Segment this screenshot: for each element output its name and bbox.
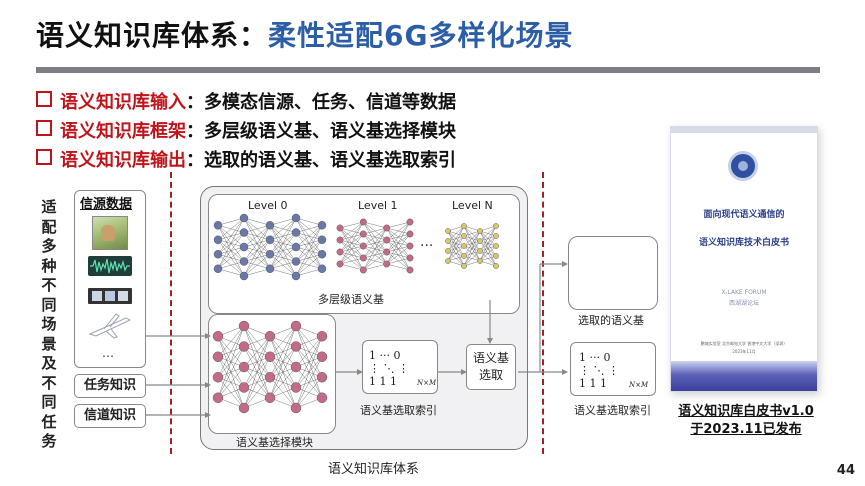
checkbox-icon [36,149,52,165]
level-1-label: Level 1 [358,199,398,212]
levels-ellipsis: ··· [420,238,434,254]
level-n-network [445,223,499,269]
selected-basis-panel [568,236,658,310]
title-main: 语义知识库体系： [36,19,269,52]
bullet-output: 语义知识库输出：选取的语义基、语义基选取索引 [36,146,456,172]
bullet-framework-key: 语义知识库框架 [60,121,186,142]
index-label: 语义基选取索引 [360,404,437,417]
whitepaper-cover: 面向现代语义通信的 语义知识库技术白皮书 X-LAKE FORUM 西湖湖论坛 … [670,126,818,392]
bullet-input: 语义知识库输入：多模态信源、任务、信道等数据 [36,88,456,114]
bullet-framework: 语义知识库框架：多层级语义基、语义基选择模块 [36,117,456,143]
adapt-scenarios-label: 适配多种不同场景及不同任务 [41,198,57,450]
matrix-row-1: 1 ··· 0 [369,349,401,362]
more-modalities: … [102,346,114,360]
selected-basis-label: 选取的语义基 [578,314,644,327]
dashed-separator-left [170,172,172,454]
whitepaper-caption-1: 语义知识库白皮书v1.0 [678,404,814,419]
cover-orgs: 鹏城实验室 北京邮电大学 香港中文大学（深圳） [700,341,788,346]
source-data-title: 信源数据 [80,197,133,212]
cover-forum-en: X-LAKE FORUM [721,289,767,296]
title-divider [36,67,820,73]
image-modality-icon [92,216,128,250]
basis-select-box: 语义基 选取 [466,344,516,390]
out-matrix-row-1: 1 ··· 0 [579,351,611,364]
out-matrix-row-2: ⋮ ⋱ ⋮ [579,364,619,377]
task-knowledge-box: 任务知识 [74,374,146,398]
checkbox-icon [36,120,52,136]
matrix-row-3: 1 1 1 [369,375,397,388]
multilevel-basis-label: 多层级语义基 [318,293,384,306]
cover-wave-band [671,361,817,391]
cover-title-line2: 语义知识库技术白皮书 [698,238,789,248]
dashed-separator-right [542,172,544,454]
matrix-subscript: N×M [417,379,437,387]
selection-module-network [212,320,328,414]
bullet-framework-text: ：多层级语义基、语义基选择模块 [186,121,456,142]
checkbox-icon [36,91,52,107]
level-1-network [336,218,414,274]
index-matrix: 1 ··· 0 ⋮ ⋱ ⋮ 1 1 1 N×M [362,340,438,394]
framework-label: 语义知识库体系 [328,462,420,477]
cover-date: 2023年11月 [732,349,756,354]
output-index-matrix: 1 ··· 0 ⋮ ⋱ ⋮ 1 1 1 N×M [570,342,656,396]
title-sub: 柔性适配6G多样化场景 [268,19,574,52]
cover-title-line1: 面向现代语义通信的 [703,210,785,220]
out-matrix-subscript: N×M [629,381,649,389]
whitepaper-caption-2: 于2023.11已发布 [690,422,802,437]
channel-knowledge-box: 信道知识 [74,404,146,428]
bullet-input-key: 语义知识库输入 [60,92,186,113]
multilevel-basis-panel [208,194,520,314]
output-index-label: 语义基选取索引 [574,404,651,417]
bullet-input-text: ：多模态信源、任务、信道等数据 [186,92,456,113]
level-0-label: Level 0 [248,199,288,212]
out-matrix-row-3: 1 1 1 [579,377,607,390]
cover-forum-cn: 西湖湖论坛 [728,300,759,307]
page-title: 语义知识库体系：柔性适配6G多样化场景 [36,14,573,54]
bullet-output-key: 语义知识库输出 [60,150,186,171]
matrix-row-2: ⋮ ⋱ ⋮ [369,362,409,375]
video-modality-icon [88,288,132,304]
point-cloud-modality-icon [86,312,134,344]
level-0-network [213,213,327,281]
audio-modality-icon [88,256,132,276]
emblem-icon [728,151,758,181]
selection-module-label: 语义基选择模块 [236,436,313,449]
page-number: 44 [836,463,855,478]
bullet-output-text: ：选取的语义基、语义基选取索引 [186,150,456,171]
level-n-label: Level N [452,199,493,212]
